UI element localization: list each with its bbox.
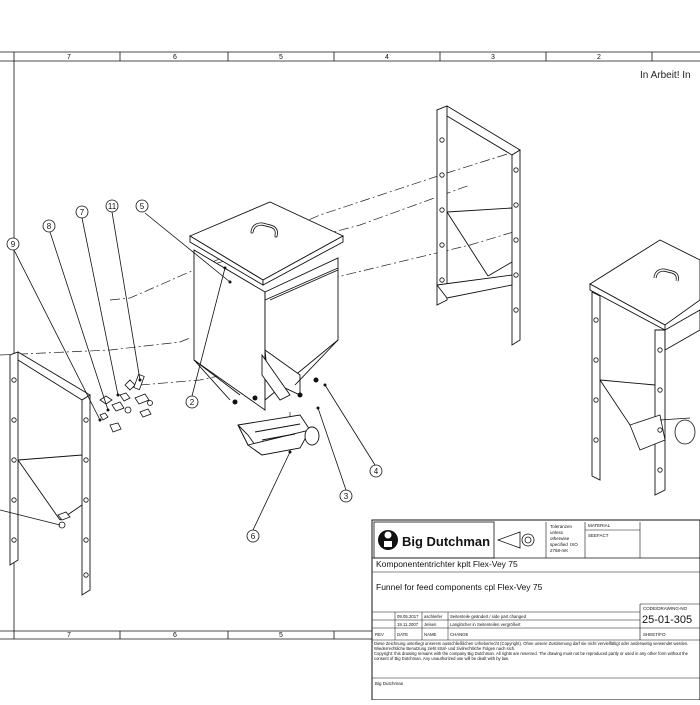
ruler-top-6: 6 [173,54,177,61]
svg-text:2768-mK: 2768-mK [550,548,568,553]
svg-text:otherwise: otherwise [550,536,570,541]
callout-6: 6 [246,529,260,543]
ruler-top-5: 5 [279,54,283,61]
callout-9: 9 [6,237,20,251]
svg-text:MATERIAL: MATERIAL [588,523,611,528]
svg-text:unless: unless [550,530,564,535]
hardware-cluster [57,373,153,529]
svg-text:8: 8 [47,222,52,231]
drawing-number: 25-01-305 [642,614,692,626]
copyright-de: Diese Zeichnung unterliegt unserem aussc… [374,641,689,651]
trough-part [237,414,320,456]
title-en: Funnel for feed components cpl Flex-Vey … [376,582,543,592]
ruler-bottom-5: 5 [279,632,283,639]
svg-text:09.05.2017: 09.05.2017 [397,614,419,619]
callout-3: 3 [339,489,353,503]
callout-5: 5 [135,199,149,213]
svg-text:CODE/DRAWING-NO: CODE/DRAWING-NO [643,606,688,611]
status-text: In Arbeit! In [640,70,691,81]
svg-text:Toleranzen: Toleranzen [550,524,573,529]
svg-text:CHANGE: CHANGE [450,632,469,637]
ruler-top-4: 4 [385,54,389,61]
svg-text:5: 5 [140,202,145,211]
callout-2: 2 [185,395,199,409]
big-dutchman-logo: Big Dutchman [378,530,490,550]
svg-text:Seitenteile geändert / side pa: Seitenteile geändert / side part changed [450,614,527,619]
main-hopper [189,201,344,411]
side-panel-right [435,105,521,346]
svg-text:2: 2 [190,398,195,407]
ruler-bottom-7: 7 [67,632,71,639]
svg-text:9: 9 [11,240,16,249]
svg-text:SHEET/FO: SHEET/FO [643,632,666,637]
svg-text:7: 7 [80,208,85,217]
svg-text:Big Dutchman: Big Dutchman [402,534,490,549]
svg-text:Jelsen: Jelsen [424,622,437,627]
callout-4: 4 [369,464,383,478]
svg-text:SEEFACT: SEEFACT [588,533,609,538]
callout-11: 11 [105,199,119,213]
svg-text:aschleifer: aschleifer [424,614,443,619]
svg-text:DATE: DATE [397,632,408,637]
svg-text:4: 4 [374,467,379,476]
callout-8: 8 [42,219,56,233]
title-block-footer: Big Dutchman [375,681,404,686]
ruler-top-2: 2 [597,54,601,61]
callout-7: 7 [75,205,89,219]
svg-text:Langlöcher in Seitenteilen ver: Langlöcher in Seitenteilen vergrößert [450,622,521,627]
svg-text:11: 11 [108,202,117,211]
side-panel-left [8,351,91,596]
copyright-en: Copyright: this drawing remains with the… [374,651,688,661]
ruler-bottom-6: 6 [173,632,177,639]
ruler-top-3: 3 [491,54,495,61]
title-block: Big Dutchman Toleranzen unless otherwise… [371,519,700,701]
ruler-top-7: 7 [67,54,71,61]
callout-leaders [0,211,376,531]
assembled-unit [589,239,700,496]
svg-text:3: 3 [344,492,349,501]
svg-text:REV: REV [375,632,384,637]
svg-text:6: 6 [251,532,256,541]
svg-text:specified: specified [550,542,568,547]
svg-text:NAME: NAME [424,632,437,637]
title-de: Komponententrichter kplt Flex-Vey 75 [376,559,518,569]
svg-text:19.11.2007: 19.11.2007 [397,622,419,627]
svg-text:ISO: ISO [570,542,578,547]
